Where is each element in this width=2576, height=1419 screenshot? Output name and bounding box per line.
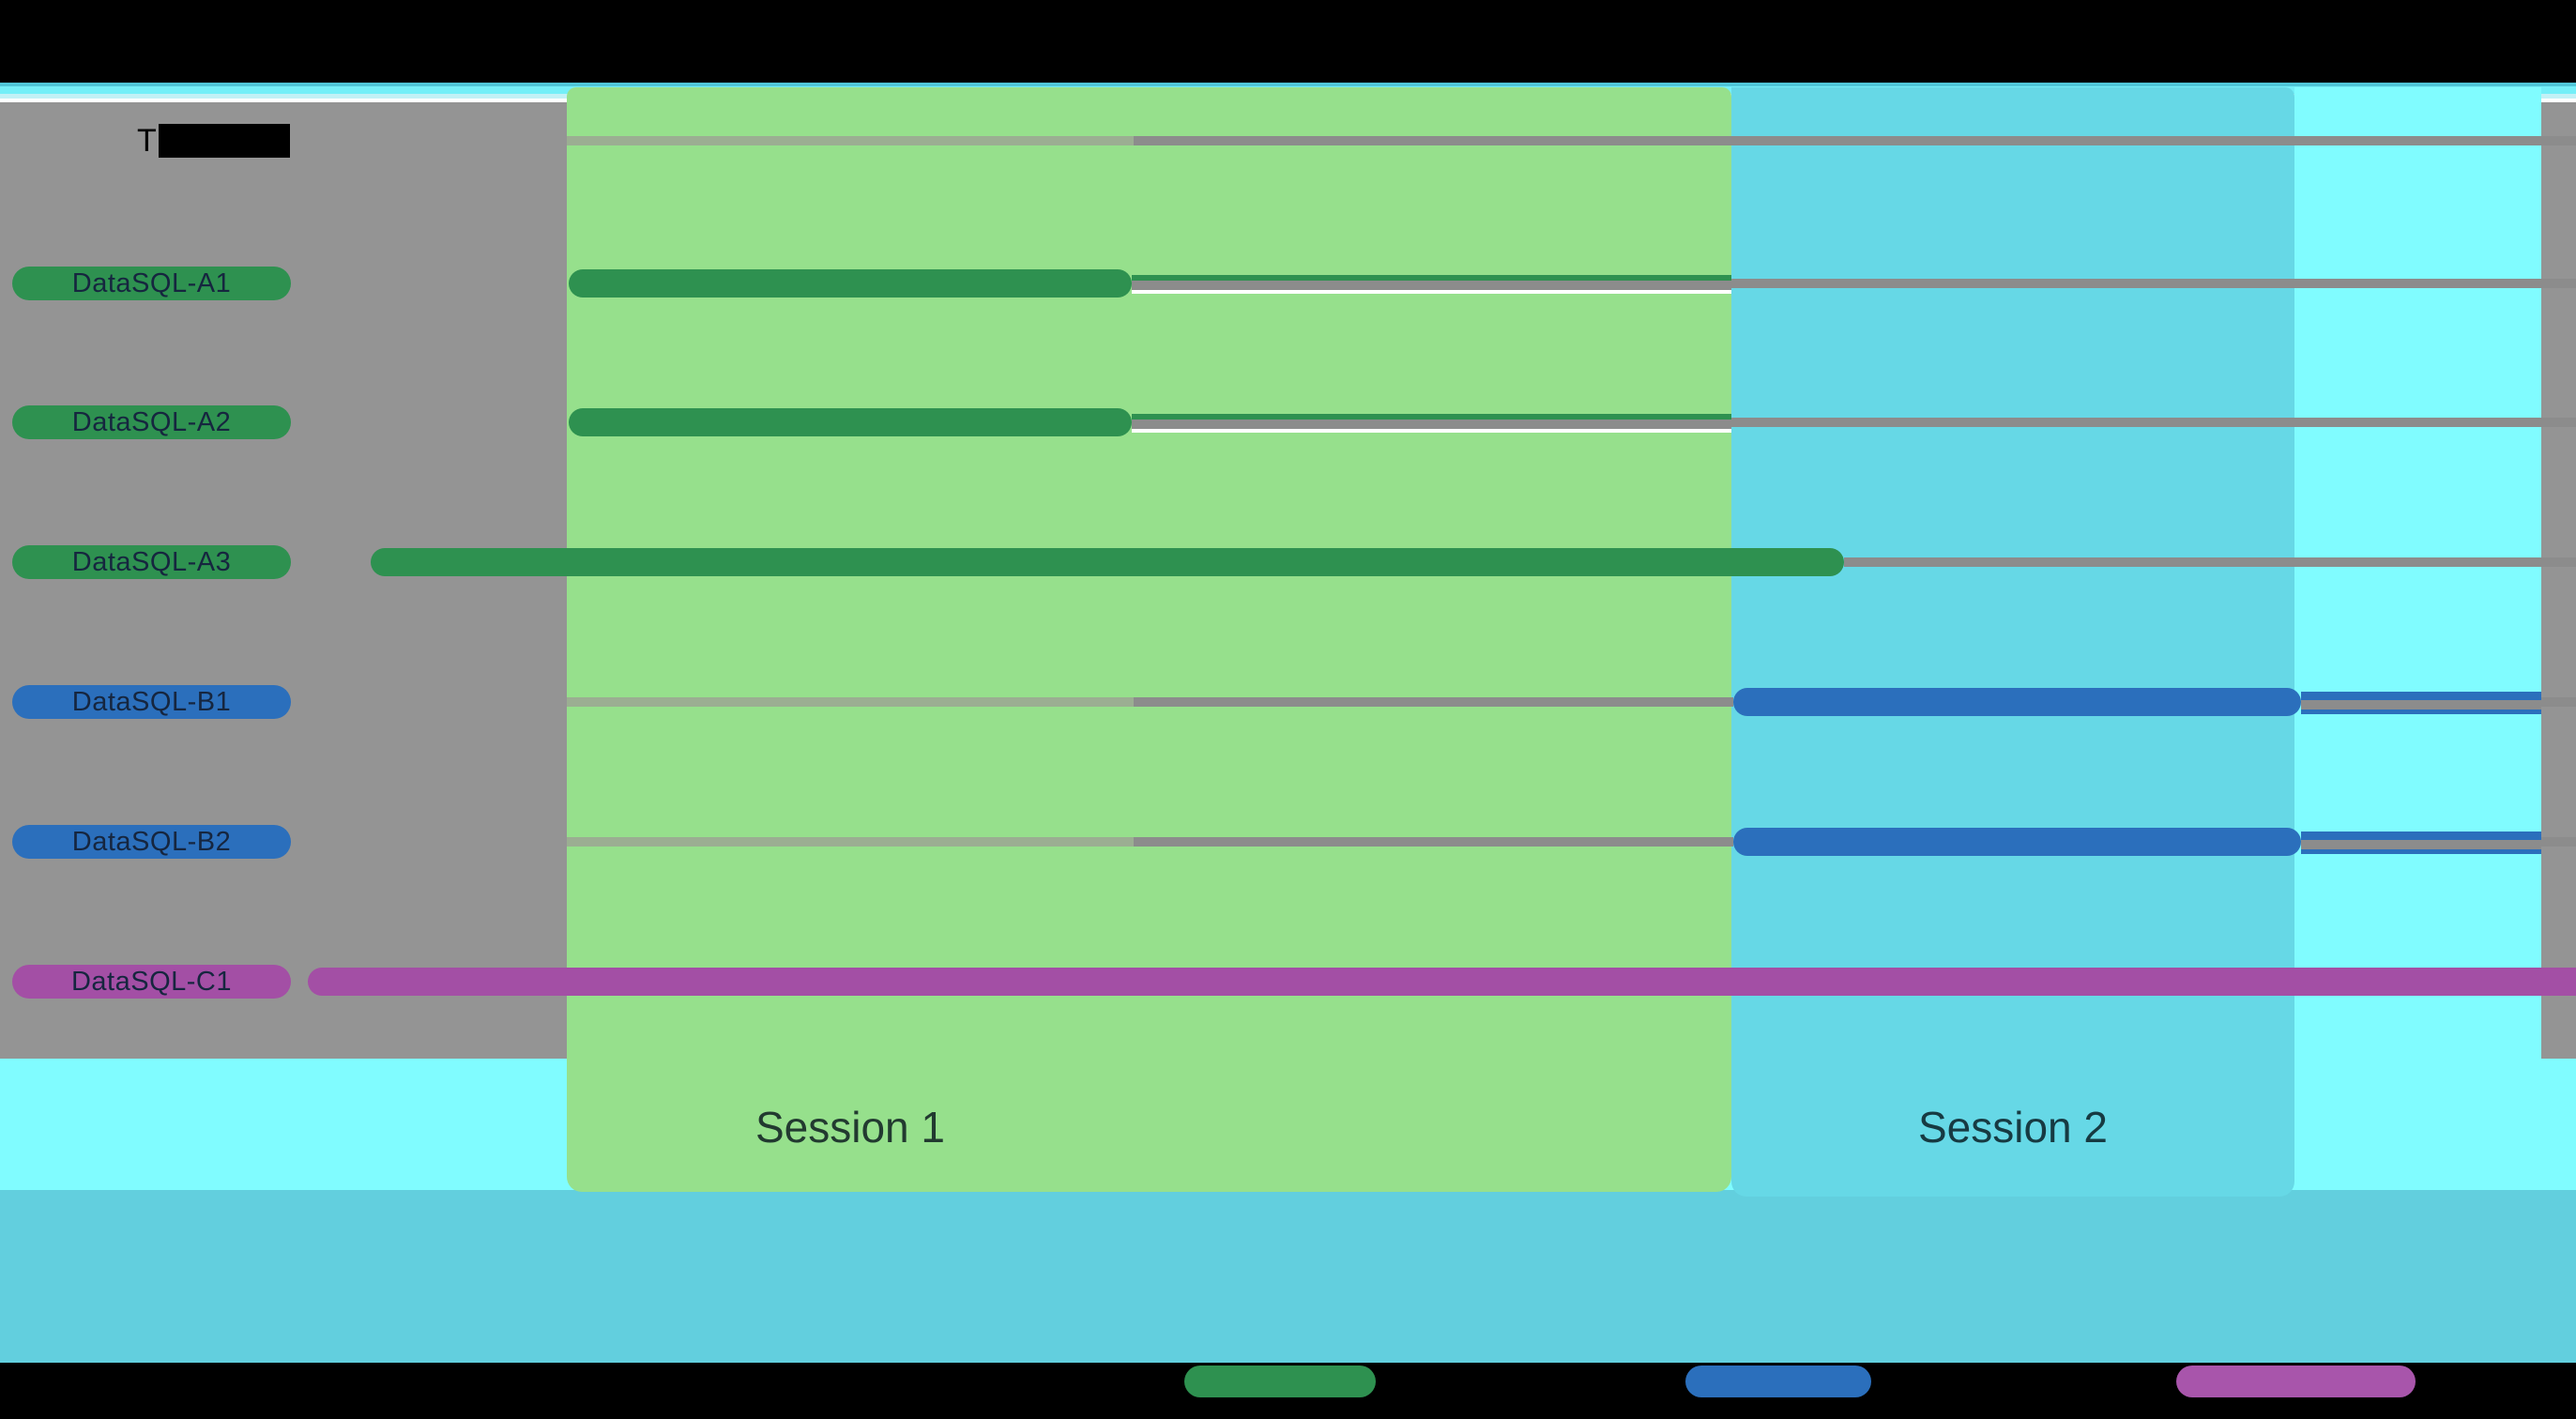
row-gridline — [1134, 418, 2576, 427]
y-axis-title-visible-letter: T — [137, 122, 157, 159]
row-line-blue-edge — [2301, 710, 2541, 714]
row-label-pill: DataSQL-A2 — [12, 405, 291, 439]
task-bar — [1733, 828, 2301, 856]
row-line-green-edge — [1132, 414, 1731, 420]
row-line-gray-core — [1132, 420, 1731, 429]
row-gridline — [1134, 697, 1733, 707]
row-line-blue-edge — [2301, 692, 2541, 700]
session1-green-panel — [567, 87, 1731, 1192]
legend-marker-pill — [2176, 1366, 2416, 1397]
legend-marker-pill — [1685, 1366, 1871, 1397]
row-line-white-edge — [1132, 290, 1731, 294]
row-gridline — [2541, 837, 2576, 847]
row-label: DataSQL-A2 — [71, 406, 232, 437]
session2-cyan-panel — [1731, 87, 2294, 1197]
row-label: DataSQL-A3 — [71, 546, 232, 577]
bright-cyan-panel — [2294, 87, 2541, 1184]
top-black-band — [0, 0, 2576, 83]
row-label-pill: DataSQL-B2 — [12, 825, 291, 859]
row-label-pill: DataSQL-C1 — [12, 965, 291, 999]
row-line-green-edge — [1132, 275, 1731, 281]
bright-cyan-panel-extension — [2541, 1059, 2576, 1184]
row-line-blue-edge — [2301, 832, 2541, 840]
top-strip-teal — [0, 83, 2576, 86]
row-label-pill: DataSQL-A1 — [12, 267, 291, 300]
row-line-white-edge — [1132, 429, 1731, 433]
y-axis-title-obscured-box — [158, 124, 290, 158]
header-row-gridline — [567, 136, 1134, 145]
row-line-gray-core — [1132, 281, 1731, 290]
row-line-gray-core — [2301, 700, 2541, 710]
y-axis-title: T — [137, 122, 290, 159]
row-gridline — [567, 697, 1134, 707]
row-label: DataSQL-B2 — [71, 826, 232, 857]
header-row-gridline — [1134, 136, 2576, 145]
task-bar — [569, 269, 1132, 298]
task-bar — [371, 548, 1844, 576]
row-label: DataSQL-C1 — [70, 966, 232, 997]
task-bar — [308, 968, 2576, 996]
row-line-blue-edge — [2301, 849, 2541, 854]
row-gridline — [1134, 837, 1733, 847]
row-label-pill: DataSQL-B1 — [12, 685, 291, 719]
session2-label: Session 2 — [1917, 1103, 2109, 1152]
row-gridline — [2541, 697, 2576, 707]
row-label-pill: DataSQL-A3 — [12, 545, 291, 579]
legend-marker-pill — [1184, 1366, 1376, 1397]
row-gridline — [1844, 557, 2576, 567]
row-label: DataSQL-A1 — [71, 267, 232, 298]
bottom-teal-band — [0, 1190, 2576, 1363]
row-label: DataSQL-B1 — [71, 686, 232, 717]
row-line-gray-core — [2301, 840, 2541, 849]
row-gridline — [567, 837, 1134, 847]
row-gridline — [1134, 279, 2576, 288]
task-bar — [569, 408, 1132, 436]
session1-label: Session 1 — [755, 1103, 946, 1152]
task-bar — [1733, 688, 2301, 716]
